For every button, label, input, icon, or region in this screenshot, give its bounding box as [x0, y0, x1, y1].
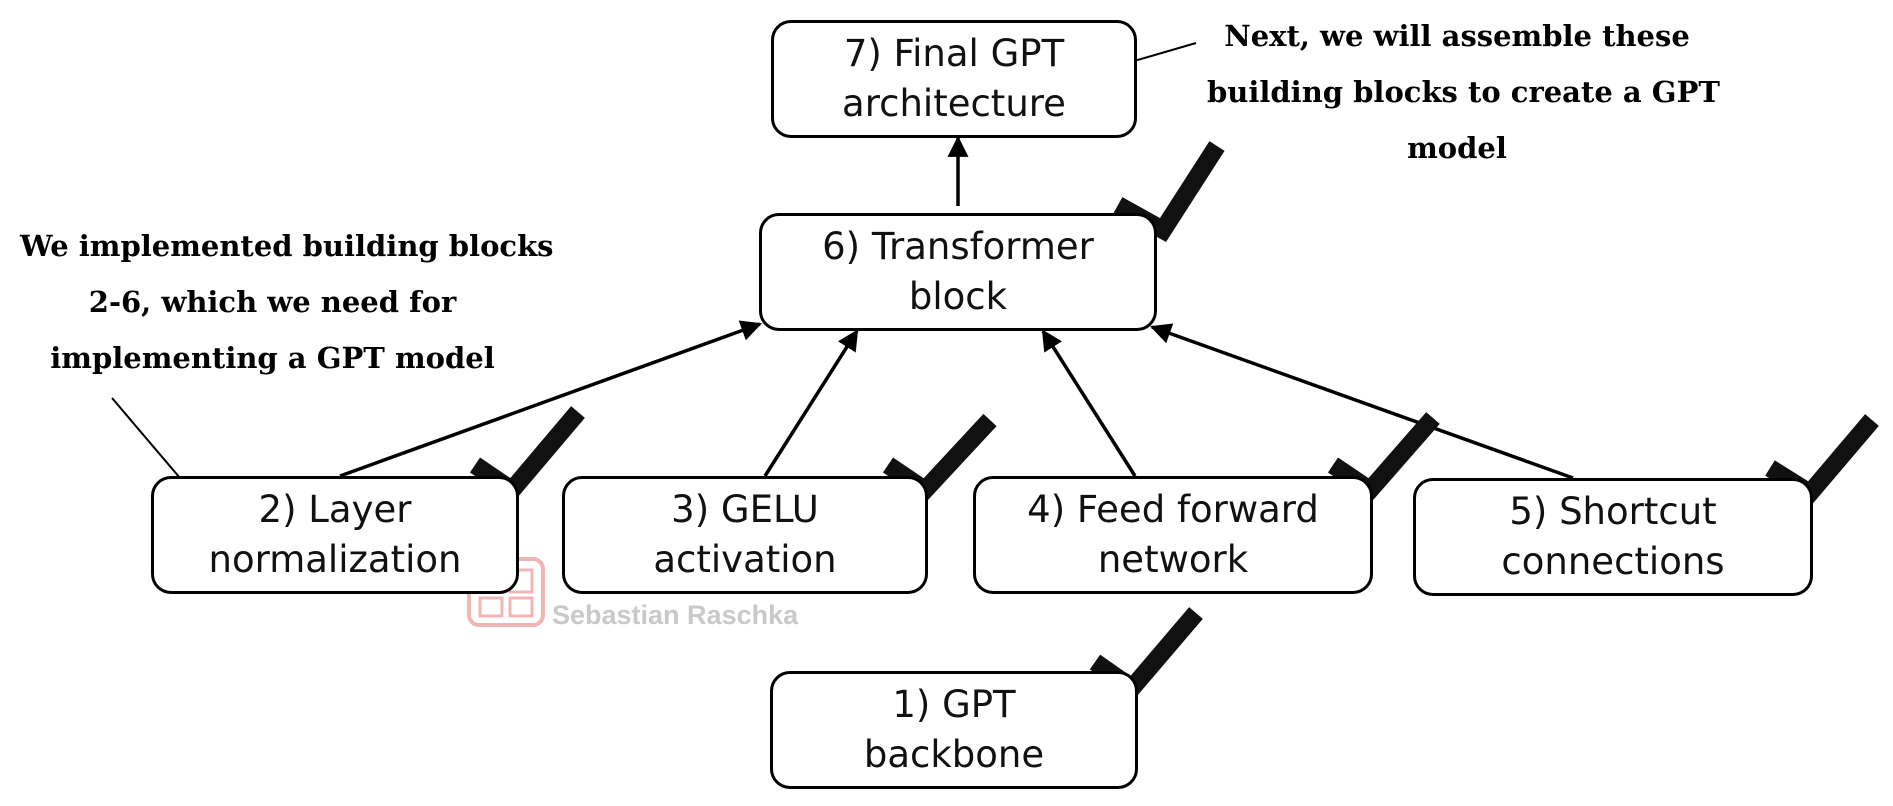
- box-label-line2: activation: [653, 538, 837, 581]
- annotation-line: building blocks to create a GPT: [1207, 75, 1720, 109]
- box-label-line2: network: [1097, 538, 1249, 581]
- box-shortcut-connections: 5) Shortcut connections: [1413, 478, 1813, 596]
- box-label-line1: 2) Layer: [258, 488, 412, 531]
- box-label-line1: 6) Transformer: [822, 225, 1094, 268]
- box-label-line1: 7) Final GPT: [843, 32, 1065, 75]
- annotation-line: Next, we will assemble these: [1224, 19, 1690, 53]
- annotation-right: Next, we will assemble these building bl…: [1207, 8, 1720, 176]
- arrow-layernorm-to-transformer: [339, 320, 762, 478]
- box-label-line2: architecture: [842, 82, 1066, 125]
- box-feed-forward-network: 4) Feed forward network: [973, 476, 1373, 594]
- box-label-line2: block: [908, 275, 1008, 318]
- box-final-gpt-architecture: 7) Final GPT architecture: [771, 20, 1137, 138]
- box-label-line1: 3) GELU: [671, 488, 819, 531]
- annotation-line: model: [1407, 131, 1507, 165]
- box-label-line1: 5) Shortcut: [1509, 490, 1717, 533]
- box-label-line1: 1) GPT: [892, 683, 1016, 726]
- box-gpt-backbone: 1) GPT backbone: [770, 671, 1138, 789]
- arrow-feedforward-to-transformer: [1041, 329, 1137, 477]
- box-label-line1: 4) Feed forward: [1027, 488, 1319, 531]
- box-label-line2: backbone: [863, 733, 1045, 776]
- box-label-line2: normalization: [208, 538, 462, 581]
- annotation-left: We implemented building blocks 2-6, whic…: [20, 218, 554, 386]
- annotation-line: We implemented building blocks: [20, 229, 554, 263]
- watermark-text: Sebastian Raschka: [552, 600, 799, 630]
- annotation-line: implementing a GPT model: [50, 341, 495, 375]
- box-transformer-block: 6) Transformer block: [759, 213, 1157, 331]
- box-label-line2: connections: [1501, 540, 1725, 583]
- annotation-line: 2-6, which we need for: [88, 285, 457, 319]
- box-gelu-activation: 3) GELU activation: [562, 476, 928, 594]
- box-layer-normalization: 2) Layer normalization: [151, 476, 519, 594]
- arrow-gelu-to-transformer: [763, 329, 859, 477]
- arrow-shortcut-to-transformer: [1150, 323, 1574, 480]
